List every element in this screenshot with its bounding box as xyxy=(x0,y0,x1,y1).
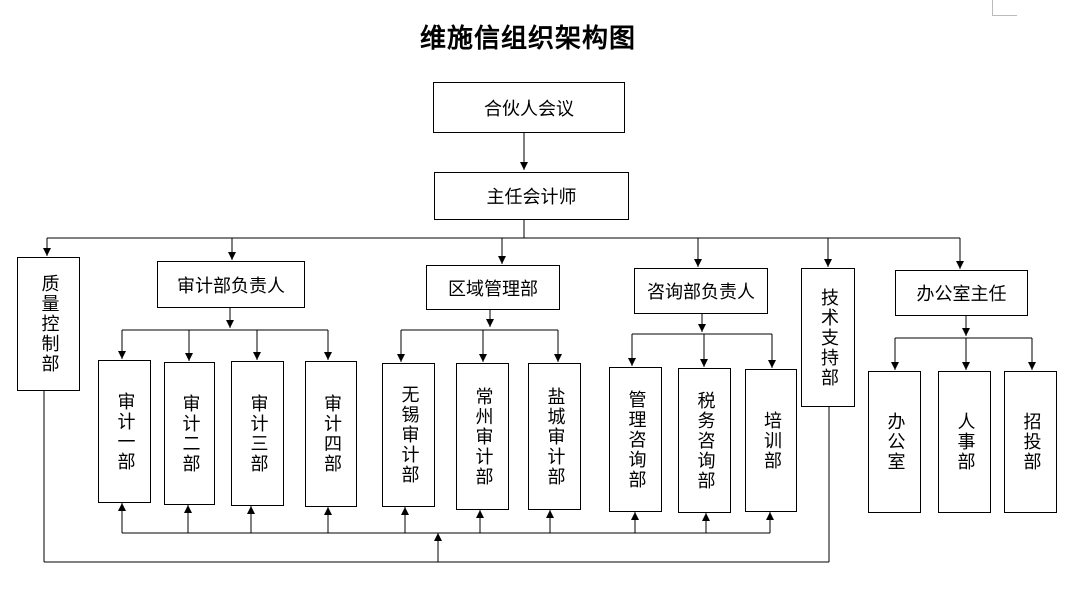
node-label: 审计三部 xyxy=(247,393,269,474)
node-bidding: 招投部 xyxy=(1004,371,1057,513)
node-label: 常州审计部 xyxy=(472,386,494,487)
node-label: 咨询部负责人 xyxy=(647,282,755,303)
node-regional-mgmt: 区域管理部 xyxy=(426,265,560,310)
node-changzhou-audit: 常州审计部 xyxy=(456,363,509,510)
node-wuxi-audit: 无锡审计部 xyxy=(382,363,435,507)
node-label: 审计部负责人 xyxy=(177,275,285,297)
node-label: 审计一部 xyxy=(114,391,136,472)
node-label: 主任会计师 xyxy=(486,187,577,208)
node-label: 审计二部 xyxy=(179,393,201,474)
node-quality-control: 质量控制部 xyxy=(17,257,80,391)
node-mgmt-consulting: 管理咨询部 xyxy=(609,367,662,512)
node-label: 技术支持部 xyxy=(818,287,839,388)
node-label: 区域管理部 xyxy=(448,278,538,300)
node-label: 质量控制部 xyxy=(38,274,60,374)
node-label: 盐城审计部 xyxy=(544,386,566,487)
node-audit-head: 审计部负责人 xyxy=(157,261,305,308)
node-audit-4: 审计四部 xyxy=(305,361,357,507)
node-tax-consulting: 税务咨询部 xyxy=(678,368,731,513)
node-label: 培训部 xyxy=(761,410,782,471)
node-label: 招投部 xyxy=(1020,412,1042,472)
node-audit-1: 审计一部 xyxy=(98,360,151,503)
node-office: 办公室 xyxy=(868,371,921,513)
node-partners-meeting: 合伙人会议 xyxy=(433,82,625,133)
node-label: 管理咨询部 xyxy=(625,389,647,490)
node-consulting-head: 咨询部负责人 xyxy=(634,268,768,314)
node-label: 无锡审计部 xyxy=(398,385,420,485)
diagram-title: 维施信组织架构图 xyxy=(419,24,636,54)
node-training: 培训部 xyxy=(745,369,797,512)
node-tech-support: 技术支持部 xyxy=(801,268,855,407)
node-label: 办公室主任 xyxy=(916,284,1007,305)
node-audit-3: 审计三部 xyxy=(231,361,284,506)
node-label: 税务咨询部 xyxy=(694,390,716,491)
node-hr: 人事部 xyxy=(938,371,991,513)
node-audit-2: 审计二部 xyxy=(164,362,215,505)
node-yancheng-audit: 盐城审计部 xyxy=(528,363,581,510)
node-label: 审计四部 xyxy=(321,394,342,474)
node-office-director: 办公室主任 xyxy=(895,270,1028,316)
node-label: 办公室 xyxy=(884,412,906,472)
page-corner-mark xyxy=(992,0,1017,16)
node-chief-accountant: 主任会计师 xyxy=(434,172,629,220)
node-label: 人事部 xyxy=(954,412,976,472)
node-label: 合伙人会议 xyxy=(484,98,574,120)
